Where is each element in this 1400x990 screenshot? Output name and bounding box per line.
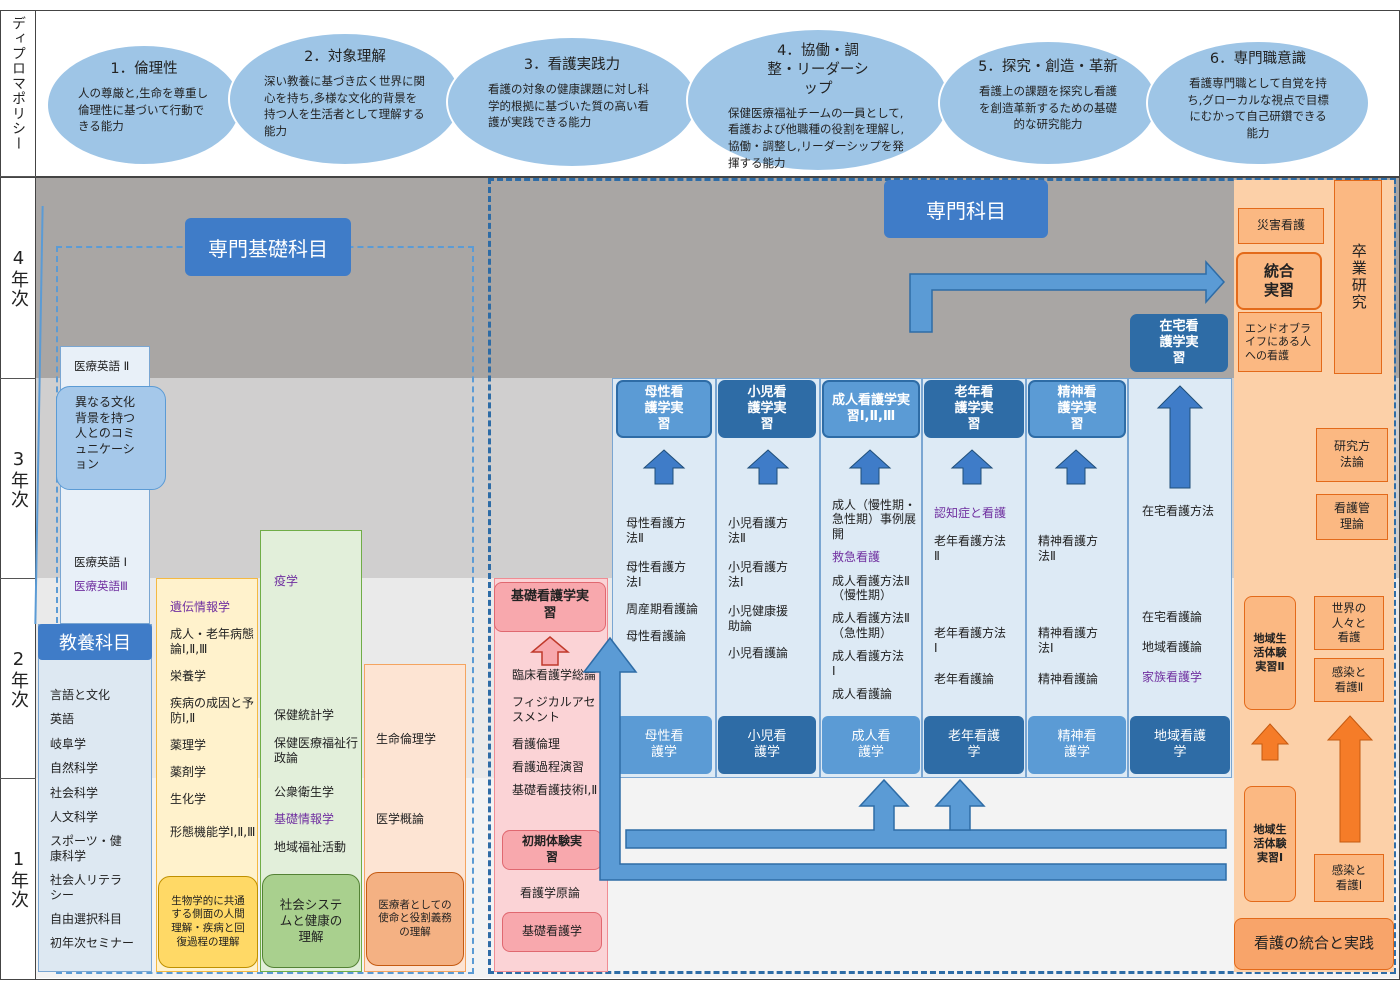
integration-footer: 看護の統合と実践 (1234, 918, 1394, 970)
seishin-practicum: 精神看護学実習 (1028, 380, 1126, 438)
sotsugyo: 卒業研究 (1334, 180, 1382, 374)
chiiki-item-3: 家族看護学 (1142, 670, 1203, 684)
bosei-practicum: 母性看護学実習 (616, 380, 712, 438)
chiiki1: 地域生活体験実習Ⅰ (1244, 786, 1296, 902)
policy-ellipse-3: 3．看護実践力 看護の対象の健康課題に対し科学的根拠に基づいた質の高い看護が実践… (446, 36, 698, 168)
year2-label: 2年次 (0, 578, 36, 778)
shoni-list: 小児看護方法Ⅱ 小児看護方法Ⅰ 小児健康援助論 小児看護論 (728, 516, 789, 660)
orange-up-arrow-small (1250, 723, 1290, 761)
seishin-item-1: 精神看護方法Ⅰ (1038, 626, 1099, 655)
peach-footer: 医療者としての使命と役割義務の理解 (366, 872, 464, 966)
senmon-header: 専門科目 (884, 180, 1048, 238)
kenkyu: 研究方法論 (1316, 428, 1388, 482)
seijin-up-arrow (848, 449, 892, 485)
tougou: 統合実習 (1236, 252, 1322, 310)
policy-side-label: ディプロマポリシー (10, 16, 26, 151)
kiso-initial: 初期体験実習 (502, 830, 602, 870)
ronen-practicum: 老年看護学実習 (924, 380, 1024, 438)
sekai: 世界の人々と看護 (1314, 596, 1384, 650)
ronen-item-1: 老年看護方法Ⅱ (934, 534, 1007, 563)
kyoyo-list: 言語と文化 英語 岐阜学 自然科学 社会科学 人文科学 スポーツ・健康科学 社会… (50, 688, 135, 951)
senmon-frame (488, 178, 1396, 974)
kiso-footer: 基礎看護学 (502, 912, 602, 952)
seijin-practicum: 成人看護学実習Ⅰ,Ⅱ,Ⅲ (822, 380, 920, 438)
ronen-item-3: 老年看護論 (934, 672, 995, 686)
shoni-footer: 小児看護学 (718, 716, 816, 774)
column-ronen (922, 378, 1026, 778)
policy-ellipse-2: 2．対象理解 深い教養に基づき広く世界に関心を持ち,多様な文化的背景を持つ人を生… (228, 32, 462, 166)
column-bosei (612, 378, 716, 778)
seijin-list: 成人（慢性期・急性期）事例展開 救急看護 成人看護方法Ⅱ（慢性期） 成人看護方法… (832, 498, 917, 701)
ronen-item-0: 認知症と看護 (934, 506, 1007, 520)
column-seijin (820, 378, 922, 778)
kansen2: 感染と看護Ⅱ (1314, 658, 1384, 702)
year4-label: 4年次 (0, 176, 36, 378)
seishin-up-arrow (1054, 449, 1098, 485)
chiiki-item-2: 地域看護論 (1142, 640, 1203, 654)
seishin-item-0: 精神看護方法Ⅱ (1038, 534, 1099, 563)
green-list: 保健統計学 保健医療福祉行政論 公衆衛生学 基礎情報学 地域福祉活動 (274, 708, 359, 854)
shoni-up-arrow (746, 449, 790, 485)
chiiki-item-0: 在宅看護方法 (1142, 504, 1215, 518)
kyoyo-header: 教養科目 (38, 624, 152, 660)
kiso-list: 臨床看護学総論 フィジカルアセスメント 看護倫理 看護過程演習 基礎看護技術Ⅰ,… (512, 668, 598, 797)
chiiki2: 地域生活体験実習Ⅱ (1244, 596, 1296, 710)
kiso-genron: 看護学原論 (520, 886, 581, 900)
seijin-footer: 成人看護学 (822, 716, 920, 774)
ronen-item-2: 老年看護方法Ⅰ (934, 626, 1007, 655)
bosei-up-arrow (642, 449, 686, 485)
policy-ellipse-5: 5．探究・創造・革新 看護上の課題を探究し看護を創造革新するための基礎的な研究能… (938, 40, 1158, 166)
bosei-list: 母性看護方法Ⅱ 母性看護方法Ⅰ 周産期看護論 母性看護論 (626, 516, 699, 643)
orange-up-arrow-large (1326, 715, 1374, 843)
ronen-footer: 老年看護学 (924, 716, 1024, 774)
year1-label: 1年次 (0, 778, 36, 978)
peach-item-1: 医学概論 (376, 812, 425, 826)
kiso-header: 基礎看護学実習 (494, 582, 606, 632)
policy-ellipse-6: 6．専門職意識 看護専門職として自覚を持ち,グローカルな視点で目標にむかって自己… (1146, 40, 1370, 166)
zaitaku-practicum: 在宅看護学実習 (1130, 314, 1228, 372)
column-seishin (1026, 378, 1128, 778)
yellow-list: 遺伝情報学 成人・老年病態論Ⅰ,Ⅱ,Ⅲ 栄養学 疾病の成因と予防Ⅰ,Ⅱ 薬理学 … (170, 600, 256, 839)
peach-item-0: 生命倫理学 (376, 732, 437, 746)
kyoyo-column (38, 624, 152, 972)
senmon-kiso-header: 専門基礎科目 (185, 218, 351, 276)
green-item-0: 疫学 (274, 574, 299, 588)
frame-divider (35, 10, 36, 980)
green-footer: 社会システムと健康の理解 (262, 874, 360, 968)
column-shoni (716, 378, 820, 778)
chiiki-footer: 地域看護学 (1130, 716, 1230, 774)
kansen1: 感染と看護Ⅰ (1314, 854, 1384, 902)
seishin-item-2: 精神看護論 (1038, 672, 1099, 686)
year3-label: 3年次 (0, 378, 36, 578)
frame-policy-bottom (0, 176, 1400, 178)
english-1: 医療英語 Ⅰ (74, 555, 128, 569)
chiiki-item-1: 在宅看護論 (1142, 610, 1203, 624)
policy-ellipse-1: 1．倫理性 人の尊厳と,生命を尊重し倫理性に基づいて行動できる能力 (46, 44, 242, 166)
seishin-footer: 精神看護学 (1028, 716, 1126, 774)
kiso-up-arrow (530, 636, 570, 666)
ronen-up-arrow (950, 449, 994, 485)
kanri: 看護管理論 (1316, 494, 1388, 540)
shoni-practicum: 小児看護学実習 (718, 380, 816, 438)
zaitaku-up-arrow (1156, 385, 1204, 489)
flow-arrows (582, 260, 1227, 881)
bosei-footer: 母性看護学 (616, 716, 712, 774)
culture-box: 異なる文化背景を持つ人とのコミュニケーション (56, 386, 166, 490)
endof: エンドオブライフにある人への看護 (1238, 312, 1322, 372)
english-2: 医療英語 Ⅱ (74, 359, 130, 373)
english-3: 医療英語Ⅲ (74, 579, 128, 593)
saigai: 災害看護 (1238, 208, 1324, 244)
policy-ellipse-4: 4．協働・調整・リーダーシップ 保健医療福祉チームの一員として,看護および他職種… (686, 28, 950, 172)
yellow-footer: 生物学的に共通する側面の人間理解・疾病と回復過程の理解 (158, 876, 258, 968)
